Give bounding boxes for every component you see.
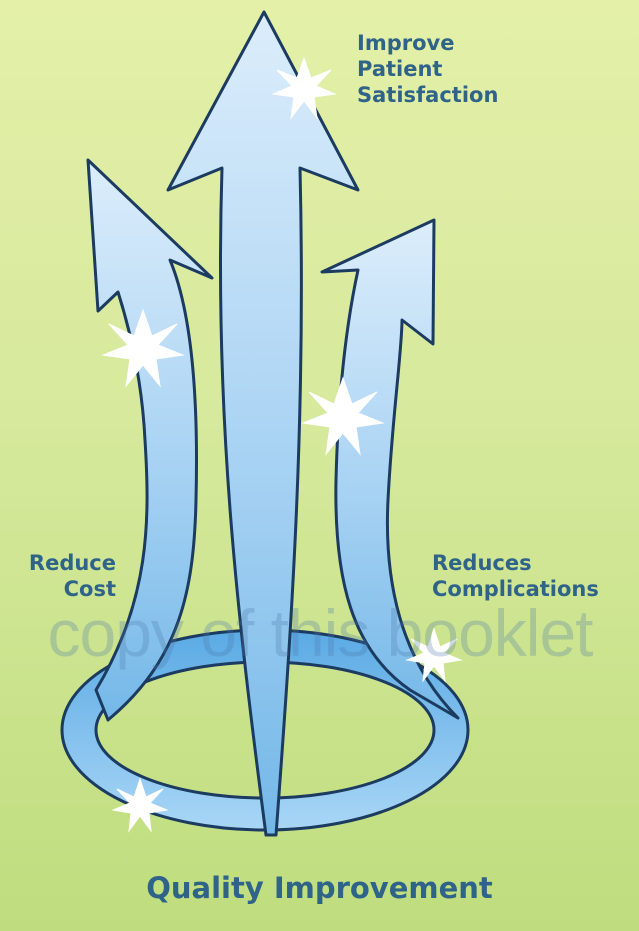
label-line: Cost bbox=[20, 576, 116, 602]
label-line: Complications bbox=[432, 576, 599, 602]
diagram-title: Quality Improvement bbox=[0, 870, 639, 906]
label-line: Improve bbox=[357, 30, 498, 56]
label-improve-patient-satisfaction: Improve Patient Satisfaction bbox=[357, 30, 498, 108]
label-reduce-cost: Reduce Cost bbox=[20, 550, 116, 602]
label-line: Patient bbox=[357, 56, 498, 82]
label-reduces-complications: Reduces Complications bbox=[432, 550, 599, 602]
label-line: Satisfaction bbox=[357, 82, 498, 108]
label-line: Reduce bbox=[20, 550, 116, 576]
watermark-text: copy of this booklet bbox=[0, 598, 639, 668]
label-line: Reduces bbox=[432, 550, 599, 576]
